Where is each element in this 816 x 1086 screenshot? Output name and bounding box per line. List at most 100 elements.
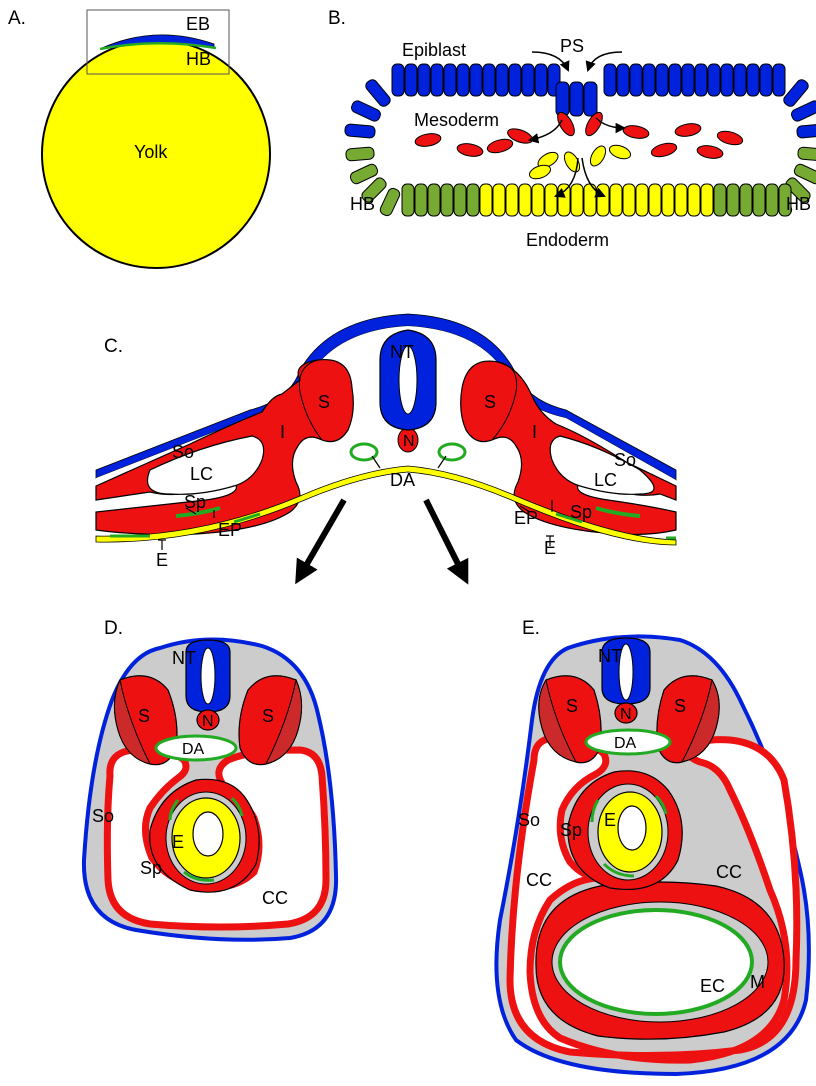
epiblast-cell (535, 64, 547, 96)
gut-lumen-e (618, 806, 646, 850)
neural-canal-d (201, 648, 215, 704)
panel-b: B. Epiblast PS Mesoderm HB HB Endoderm (328, 8, 816, 250)
epiblast-cell (483, 64, 495, 96)
epiblast-cell (392, 64, 404, 96)
mesoderm-cell (716, 129, 744, 147)
endoderm-cell (649, 184, 661, 216)
so-left-label-c: So (172, 442, 194, 462)
ingressing-endoderm-cell (561, 149, 582, 174)
e-label-d: E (172, 832, 184, 852)
i-right-label-c: I (532, 422, 537, 442)
epiblast-cell (418, 64, 430, 96)
panel-c-letter: C. (104, 336, 123, 357)
epiblast-cell (682, 64, 694, 96)
hypoblast-cell (740, 184, 752, 216)
hypoblast-cell (727, 184, 739, 216)
s-left-label-c: S (318, 392, 330, 412)
e-right-label-c: E (544, 538, 556, 558)
mesoderm-cell (486, 137, 514, 155)
yolk-label: Yolk (134, 142, 168, 162)
hypoblast-cell (467, 184, 479, 216)
da-label-c: DA (390, 470, 415, 490)
mesoderm-cell (622, 124, 650, 140)
mesoderm-cell (456, 142, 484, 158)
hypoblast-cell (753, 184, 765, 216)
hb-label-left: HB (350, 194, 375, 214)
epiblast-cell (782, 78, 810, 109)
cc-label-d: CC (262, 888, 288, 908)
epiblast-cell (364, 78, 392, 109)
epiblast-cell (431, 64, 443, 96)
so-right-label-c: So (614, 450, 636, 470)
so-label-d: So (92, 806, 114, 826)
endoderm-cell (623, 184, 635, 216)
epiblast-cell (695, 64, 707, 96)
endoderm-cell (480, 184, 492, 216)
epiblast-cell (708, 64, 720, 96)
panel-a: A. EB HB Yolk (8, 8, 270, 268)
hypoblast-cell (714, 184, 726, 216)
epiblast-cell (522, 64, 534, 96)
e-left-leader (158, 540, 166, 550)
eb-label: EB (186, 14, 210, 34)
sp-left-label-c: Sp (184, 492, 206, 512)
hypoblast-cell (379, 187, 402, 217)
da-label-d: DA (182, 741, 205, 758)
n-label-d: N (202, 713, 214, 730)
endoderm-cell (662, 184, 674, 216)
epiblast-label: Epiblast (402, 40, 466, 60)
endocardium-e (560, 910, 752, 1014)
epiblast-cell (444, 64, 456, 96)
ec-label-e: EC (700, 976, 725, 996)
streak-cell (584, 82, 597, 116)
mesoderm-cell (674, 122, 702, 138)
hypoblast-cell (798, 147, 816, 161)
endoderm-cell (545, 184, 557, 216)
endoderm-cell (506, 184, 518, 216)
da-label-e: DA (614, 735, 637, 752)
so-label-e: So (518, 810, 540, 830)
cc-right-label-e: CC (716, 862, 742, 882)
s-right-label-d: S (262, 706, 274, 726)
epiblast-cell (617, 64, 629, 96)
panel-c: C. NT S S (96, 314, 676, 576)
endoderm-cell (571, 184, 583, 216)
n-label-c: N (403, 433, 415, 450)
epiblast-cell (643, 64, 655, 96)
s-right-label-c: S (484, 392, 496, 412)
e-label-e: E (604, 810, 616, 830)
endoderm-cell (636, 184, 648, 216)
hypoblast-cell (454, 184, 466, 216)
panel-d: D. NT S S N DA So E Sp CC (84, 618, 336, 940)
epiblast-cell (509, 64, 521, 96)
endoderm-cell (558, 184, 570, 216)
s-left-label-d: S (138, 706, 150, 726)
epiblast-cell (405, 64, 417, 96)
epiblast-cell (604, 64, 616, 96)
epiblast-cell (350, 99, 382, 123)
epiblast-cell (721, 64, 733, 96)
panel-e: E. NT S S N DA So Sp E CC (496, 618, 809, 1074)
cc-left-label-e: CC (526, 870, 552, 890)
endoderm-cell (610, 184, 622, 216)
epiblast-cell (734, 64, 746, 96)
epiblast-cell (773, 64, 785, 96)
hb-label-right: HB (786, 194, 811, 214)
panel-e-letter: E. (522, 618, 540, 639)
streak-cell (570, 82, 583, 116)
streak-cell (556, 82, 569, 116)
endoderm-cell (701, 184, 713, 216)
dorsal-aorta-right-c (439, 444, 465, 460)
mesoderm-label: Mesoderm (414, 110, 499, 130)
endoderm-cell (519, 184, 531, 216)
i-left-label-c: I (280, 422, 285, 442)
epiblast-cell (496, 64, 508, 96)
endoderm-label: Endoderm (526, 230, 609, 250)
panel-d-letter: D. (104, 618, 123, 639)
mesoderm-cell (650, 141, 678, 159)
epiblast-cell (760, 64, 772, 96)
hb-label-a: HB (186, 49, 211, 69)
endoderm-cell (493, 184, 505, 216)
endoderm-cell (532, 184, 544, 216)
